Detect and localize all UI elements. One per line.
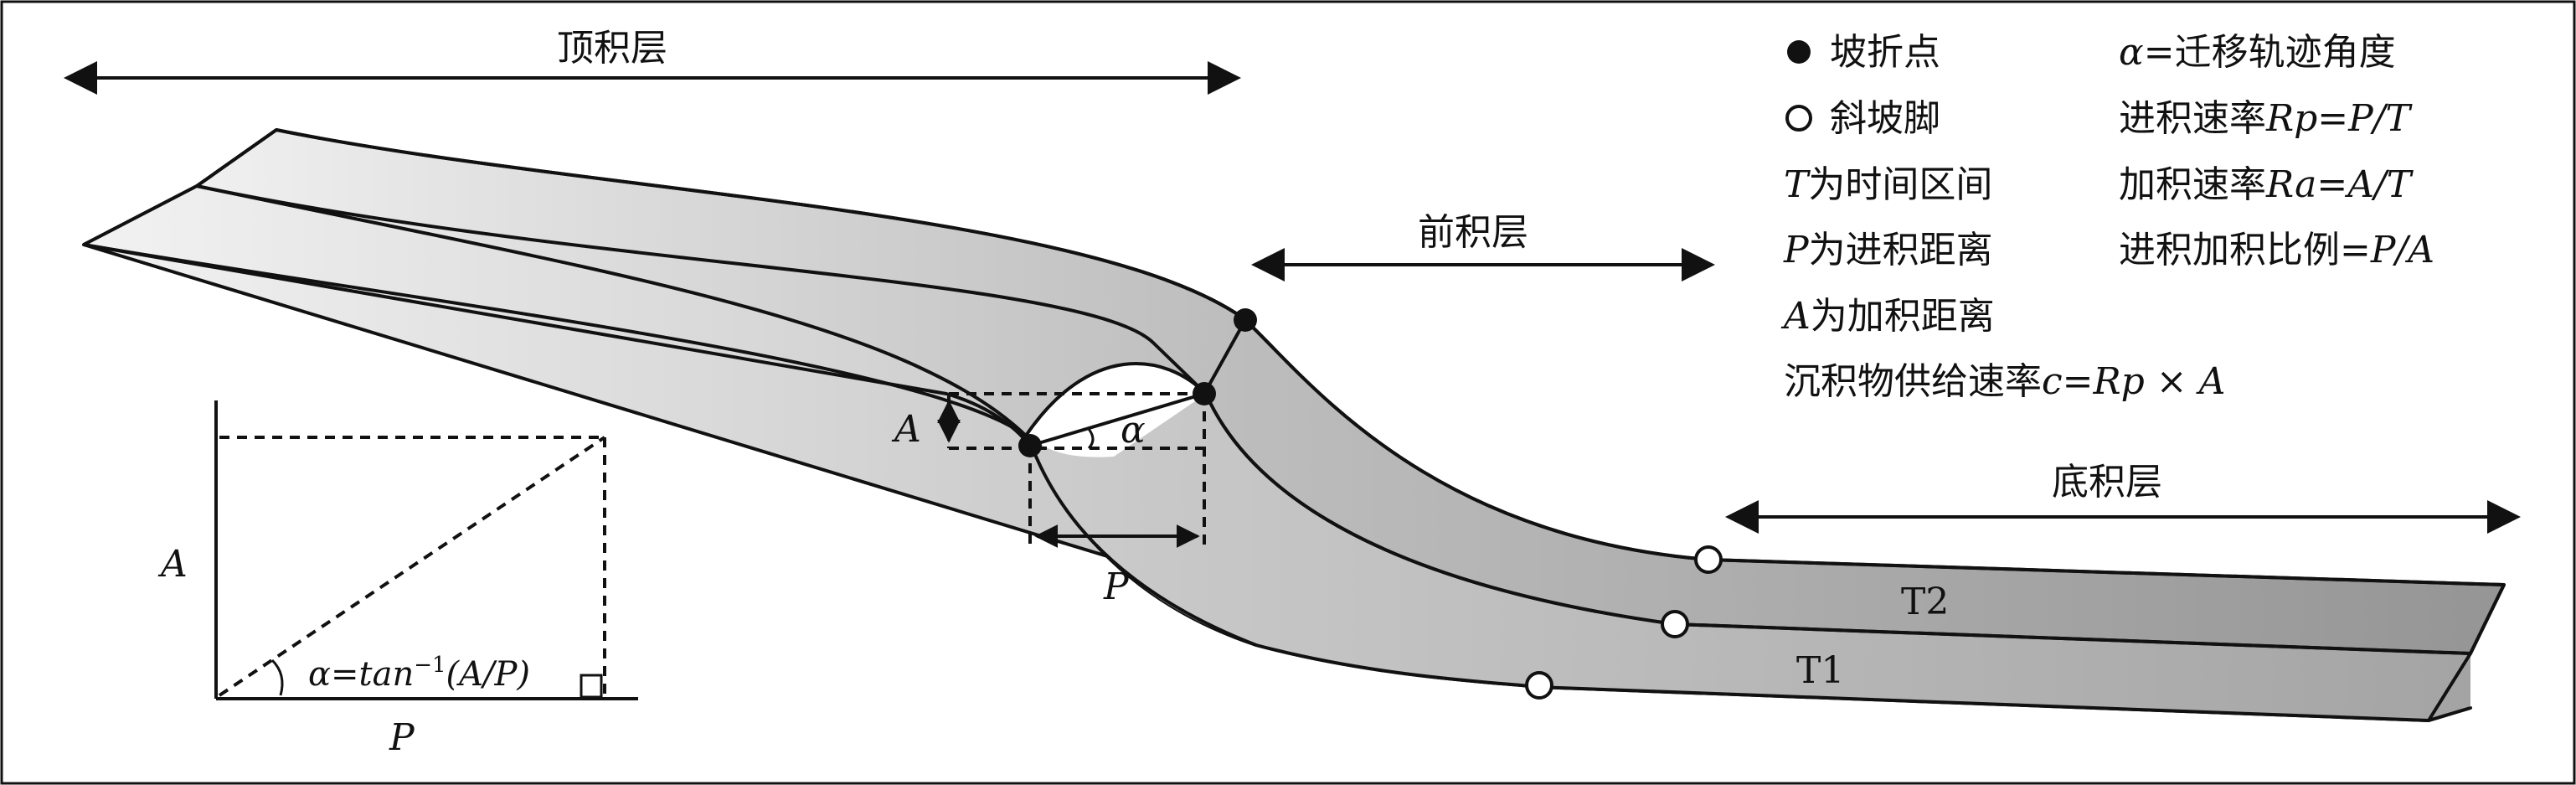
- legend-progradation-rate: 进积速率Rp=P/T: [2119, 97, 2414, 140]
- alpha-angle-label: α: [1121, 409, 1146, 452]
- legend-filled-dot-label: 坡折点: [1830, 31, 1940, 74]
- legend-open-dot-label: 斜坡脚: [1830, 97, 1940, 140]
- legend-aggradation-rate: 加积速率Ra=A/T: [2119, 163, 2414, 206]
- legend-open-dot-icon: [1785, 105, 1812, 132]
- legend-supply-rate: 沉积物供给速率c=Rp × A: [1784, 360, 2225, 403]
- t1-label: T1: [1796, 649, 1844, 692]
- legend-t-definition: T为时间区间: [1784, 163, 1992, 206]
- t2-label: T2: [1901, 581, 1949, 623]
- surface-t1-top: [196, 184, 2471, 655]
- shelf-break-point-2: [1193, 382, 1216, 405]
- legend: 坡折点 斜坡脚 T为时间区间 P为进积距离 A为加积距离 沉积物供给速率c=Rp…: [1780, 31, 2434, 403]
- legend-a-definition: A为加积距离: [1780, 295, 1995, 338]
- legend-pa-ratio: 进积加积比例=P/A: [2119, 229, 2434, 271]
- surface-left-edge: [83, 128, 278, 246]
- toe-of-slope-point-2: [1661, 610, 1689, 638]
- inset-angle-diagram: [214, 400, 638, 700]
- toe-of-slope-point-1: [1694, 545, 1723, 574]
- shelf-break-point-1: [1018, 434, 1042, 457]
- surface-t2-top: [276, 128, 2505, 586]
- foreset-label: 前积层: [1418, 211, 1528, 254]
- bottomset-label: 底积层: [2052, 461, 2162, 504]
- layer-t1-fill: [84, 186, 2470, 720]
- topset-label: 顶积层: [557, 27, 667, 70]
- legend-p-definition: P为进积距离: [1783, 229, 1993, 271]
- toe-of-slope-point-3: [1525, 671, 1553, 700]
- legend-alpha-definition: α=迁移轨迹角度: [2119, 31, 2396, 74]
- surface-right-edge: [2427, 584, 2506, 722]
- inset-formula: α=tan−1(A/P): [308, 653, 530, 694]
- legend-filled-dot-icon: [1787, 40, 1811, 64]
- alpha-angle-arc: [1087, 428, 1095, 450]
- inset-p-label: P: [389, 716, 415, 759]
- trajectory-line-2: [1203, 319, 1247, 395]
- inset-a-label: A: [157, 543, 188, 586]
- p-dimension-label: P: [1103, 566, 1130, 608]
- trajectory-line-1: [1029, 392, 1205, 447]
- shelf-break-point-3: [1234, 308, 1257, 332]
- a-dimension-label: A: [891, 408, 921, 451]
